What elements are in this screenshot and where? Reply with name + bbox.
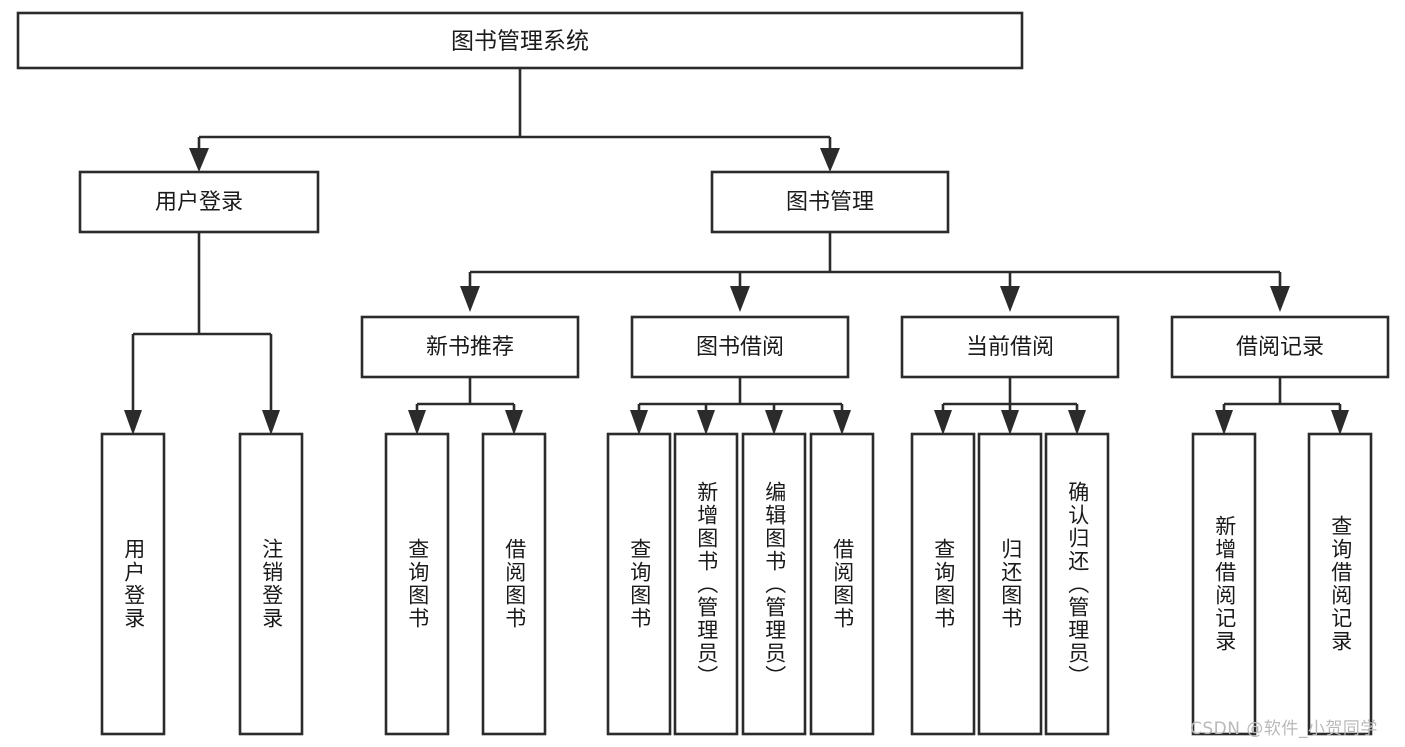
arrow-head-level3-0: [460, 286, 480, 312]
arrow-head-leaf-book-borrow-1: [697, 410, 715, 435]
node-leaf-borrow-record-0-box[interactable]: [1191, 432, 1257, 736]
node-level3-0-box[interactable]: [360, 315, 580, 379]
arrow-head-leaf-book-borrow-3: [833, 410, 851, 435]
node-leaf-book-borrow-0-box[interactable]: [606, 432, 672, 736]
node-leaf-book-borrow-3-box[interactable]: [809, 432, 875, 736]
arrow-head-level3-1: [730, 286, 750, 312]
node-leaf-book-borrow-1-box[interactable]: [673, 432, 739, 736]
arrow-head-leaf-new-book-1: [505, 410, 523, 435]
connector-group-root: [189, 68, 840, 172]
connector-group-bookborrow: [630, 377, 851, 435]
node-leaf-borrow-record-1-box[interactable]: [1307, 432, 1373, 736]
arrow-head-leaf-book-borrow-2: [765, 410, 783, 435]
node-level2-0-box[interactable]: [78, 170, 320, 234]
node-leaf-book-borrow-2-box[interactable]: [741, 432, 807, 736]
node-level3-2-box[interactable]: [900, 315, 1120, 379]
node-leaf-new-book-1-box[interactable]: [481, 432, 547, 736]
node-level3-2-label: 当前借阅: [966, 335, 1054, 360]
node-leaf-current-borrow-0-box[interactable]: [910, 432, 976, 736]
arrow-head-leaf-user-login-0: [124, 410, 142, 435]
connector-group-newbook: [408, 377, 523, 435]
node-level3-0-label: 新书推荐: [426, 335, 514, 360]
arrow-head-leaf-book-borrow-0: [630, 410, 648, 435]
csdn-watermark: CSDN @软件_小贺同学: [1190, 719, 1378, 739]
node-root-box[interactable]: [16, 11, 1024, 70]
connector-group-borrowrecord: [1215, 377, 1349, 435]
arrow-head-leaf-borrow-record-1: [1331, 410, 1349, 435]
node-level2-1-label: 图书管理: [786, 190, 874, 215]
arrow-head-leaf-current-borrow-1: [1001, 410, 1019, 435]
node-level3-1-box[interactable]: [630, 315, 850, 379]
node-leaf-new-book-0-box[interactable]: [384, 432, 450, 736]
node-level3-1-label: 图书借阅: [696, 335, 784, 360]
arrow-head-leaf-user-login-1: [262, 410, 280, 435]
arrow-head-level3-2: [1000, 286, 1020, 312]
node-level3-3-label: 借阅记录: [1236, 335, 1324, 360]
node-level2-1-box[interactable]: [710, 170, 950, 234]
connector-group-userlogin: [124, 232, 280, 435]
node-leaf-current-borrow-1-box[interactable]: [977, 432, 1043, 736]
node-root-label: 图书管理系统: [451, 29, 589, 55]
connector-group-currentborrow: [934, 377, 1086, 435]
arrow-head-level3-3: [1270, 286, 1290, 312]
arrow-head-leaf-current-borrow-2: [1068, 410, 1086, 435]
arrow-head-userlogin: [189, 148, 209, 172]
arrow-head-leaf-current-borrow-0: [934, 410, 952, 435]
arrow-head-leaf-new-book-0: [408, 410, 426, 435]
connector-group-bookmgmt: [460, 232, 1290, 312]
node-leaf-current-borrow-2-box[interactable]: [1044, 432, 1110, 736]
arrow-head-bookmgmt: [820, 148, 840, 172]
arrow-head-leaf-borrow-record-0: [1215, 410, 1233, 435]
node-leaf-user-login-0-box[interactable]: [100, 432, 166, 736]
node-level3-3-box[interactable]: [1170, 315, 1390, 379]
node-level2-0-label: 用户登录: [155, 190, 243, 215]
node-leaf-user-login-1-box[interactable]: [238, 432, 304, 736]
